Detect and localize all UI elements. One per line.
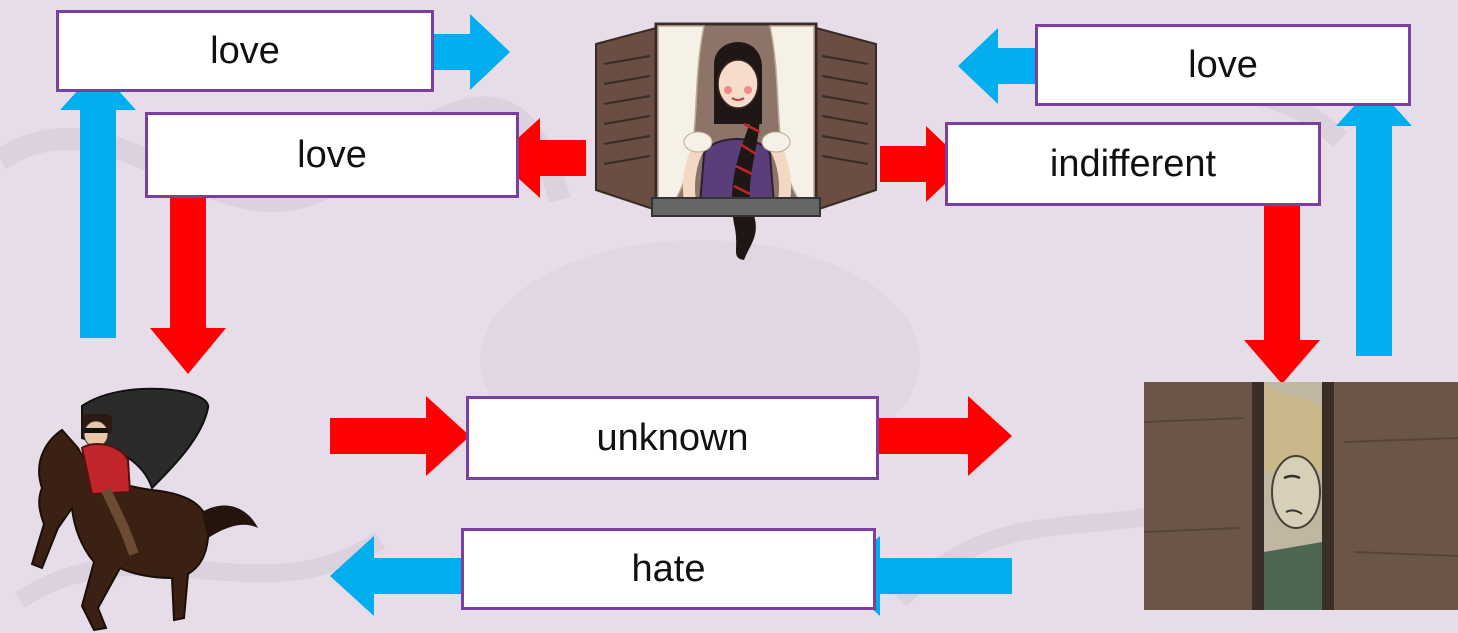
label-top-right-love: love <box>1035 24 1411 106</box>
red-right-arrow-top-right <box>880 126 966 202</box>
label-top-left-love: love <box>56 10 434 92</box>
woman-at-window-image <box>595 22 877 260</box>
red-down-arrow-right <box>1244 204 1320 384</box>
red-down-arrow-left <box>150 196 226 374</box>
ostler-peeking-image <box>1144 382 1458 610</box>
label-indifferent: indifferent <box>945 122 1321 206</box>
blue-left-arrow-bottom-left <box>330 536 470 616</box>
label-hate: hate <box>461 528 876 610</box>
blue-left-arrow-bottom-right <box>836 536 1012 616</box>
blue-up-arrow-left <box>60 68 136 338</box>
blue-right-arrow-top-left <box>430 14 510 90</box>
label-top-left-inner-love: love <box>145 112 519 198</box>
highwayman-on-horse-image <box>30 387 258 632</box>
blue-up-arrow-right <box>1336 84 1412 356</box>
blue-left-arrow-top-right <box>958 28 1038 104</box>
label-unknown: unknown <box>466 396 879 480</box>
red-right-arrow-bottom-right <box>876 396 1012 476</box>
red-right-arrow-bottom-left <box>330 396 470 476</box>
